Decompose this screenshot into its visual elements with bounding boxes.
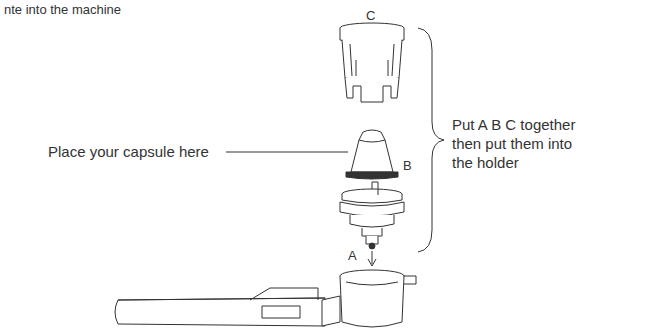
part-letter: C <box>366 8 375 24</box>
leader-line <box>226 152 348 153</box>
part-letter: B <box>403 158 412 174</box>
bracket <box>418 28 444 252</box>
insert-arrow <box>368 251 376 266</box>
part-a <box>340 182 404 249</box>
instruction-text: Place your capsule here <box>48 143 209 162</box>
portafilter-holder <box>115 270 416 327</box>
part-c <box>340 23 404 102</box>
capsule <box>346 130 398 179</box>
instruction-text: Put A B C together then put them into th… <box>452 116 592 172</box>
note-text: nte into the machine <box>4 2 121 18</box>
part-letter: A <box>348 248 357 264</box>
